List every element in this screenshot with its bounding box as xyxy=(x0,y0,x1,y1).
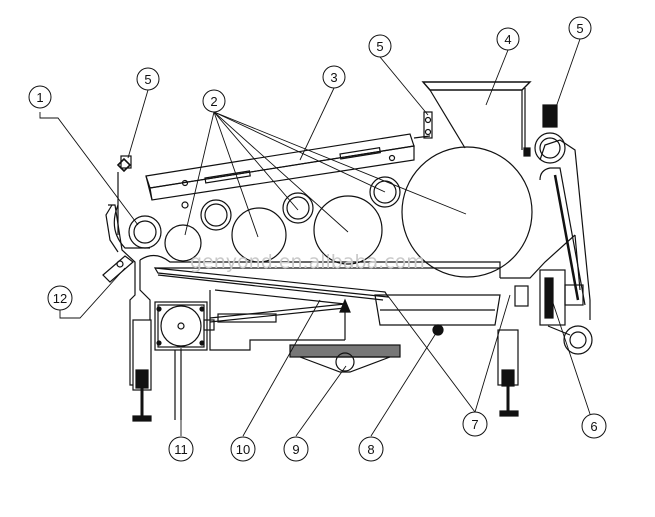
svg-text:10: 10 xyxy=(236,442,250,457)
svg-text:5: 5 xyxy=(144,72,151,87)
callout-12: 12 xyxy=(47,285,73,311)
machine-body xyxy=(102,81,593,422)
main-frame xyxy=(108,139,591,386)
top-bracket xyxy=(413,111,433,139)
callout-5-middle: 5 xyxy=(368,34,392,58)
callout-9: 9 xyxy=(283,436,309,462)
svg-text:5: 5 xyxy=(376,39,383,54)
svg-text:4: 4 xyxy=(504,32,511,47)
bottom-tray xyxy=(289,344,401,373)
callout-5-right: 5 xyxy=(568,16,592,40)
main-drum xyxy=(401,146,533,278)
motor-housing xyxy=(154,301,215,351)
svg-text:12: 12 xyxy=(53,291,67,306)
callout-3: 3 xyxy=(322,65,346,89)
svg-text:8: 8 xyxy=(367,442,374,457)
feed-hopper xyxy=(421,81,532,157)
screen-tray xyxy=(153,267,390,351)
callout-8: 8 xyxy=(358,436,384,462)
right-drive xyxy=(514,269,593,355)
callout-4: 4 xyxy=(496,27,520,51)
svg-text:6: 6 xyxy=(590,419,597,434)
watermark: genyond.en.alibaba.com xyxy=(190,251,425,273)
top-pulley xyxy=(534,132,566,164)
callouts: 1 5 2 3 5 4 5 12 11 10 9 8 7 6 xyxy=(28,16,607,462)
roller-medium-2 xyxy=(313,195,383,265)
collection-trough xyxy=(374,294,501,336)
left-guard xyxy=(102,155,134,283)
callout-11: 11 xyxy=(168,436,194,462)
roller-small-4 xyxy=(369,176,401,208)
callout-6: 6 xyxy=(581,413,607,439)
callout-2: 2 xyxy=(202,89,226,113)
legs xyxy=(132,319,519,422)
svg-text:7: 7 xyxy=(471,417,478,432)
feed-roller-1 xyxy=(128,215,162,249)
roller-small-1 xyxy=(164,224,202,262)
svg-text:1: 1 xyxy=(36,90,43,105)
roller-medium-1 xyxy=(231,207,287,263)
svg-text:9: 9 xyxy=(292,442,299,457)
callout-1: 1 xyxy=(28,85,52,109)
svg-text:3: 3 xyxy=(330,70,337,85)
roller-small-3 xyxy=(282,192,314,224)
svg-text:5: 5 xyxy=(576,21,583,36)
cover-plate xyxy=(145,133,415,209)
callout-10: 10 xyxy=(230,436,256,462)
top-fitting xyxy=(542,104,558,128)
callout-7: 7 xyxy=(462,411,488,437)
callout-5-left: 5 xyxy=(136,67,160,91)
svg-text:11: 11 xyxy=(174,442,188,457)
roller-small-2 xyxy=(200,199,232,231)
rollers xyxy=(128,104,566,278)
svg-text:2: 2 xyxy=(210,94,217,109)
